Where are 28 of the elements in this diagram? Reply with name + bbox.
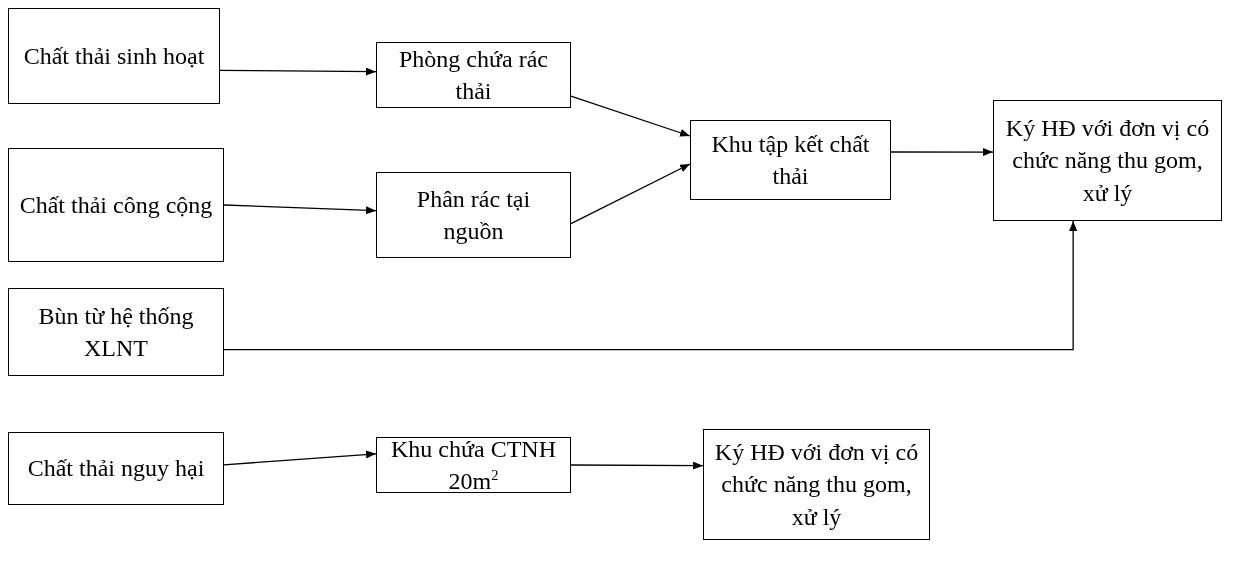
process-box [8, 8, 220, 104]
box-text: Ký HĐ với đơn vị có chức năng thu gom, xử lý [1004, 113, 1211, 208]
process-box [8, 432, 224, 505]
arrow [223, 450, 377, 466]
process-box [8, 288, 224, 376]
box-text: Chất thải sinh hoạt [23, 41, 205, 71]
box-text: Chất thải công cộng [19, 190, 213, 220]
box-text: Khu tập kết chất thải [710, 129, 871, 191]
box-text: Bùn từ hệ thống XLNT [37, 301, 195, 363]
box-text: Phòng chứa rác thải [398, 44, 549, 106]
box-text: Phân rác tại nguồn [415, 184, 532, 246]
arrow [223, 220, 1078, 351]
process-box [8, 148, 224, 262]
process-box [993, 100, 1222, 221]
process-box [690, 120, 891, 200]
arrow [570, 95, 691, 137]
box-text: Ký HĐ với đơn vị có chức năng thu gom, xử lý [713, 437, 920, 532]
arrow [570, 163, 691, 225]
arrow [219, 67, 377, 76]
box-text: Chất thải nguy hại [27, 454, 205, 484]
process-box [376, 172, 571, 258]
process-box [376, 42, 571, 108]
box-text: Khu chứa CTNH 20m$^{2}$ [390, 434, 557, 496]
arrow [890, 148, 994, 157]
arrow [570, 461, 704, 470]
process-box [376, 437, 571, 493]
arrow [223, 204, 377, 215]
process-box [703, 429, 930, 540]
